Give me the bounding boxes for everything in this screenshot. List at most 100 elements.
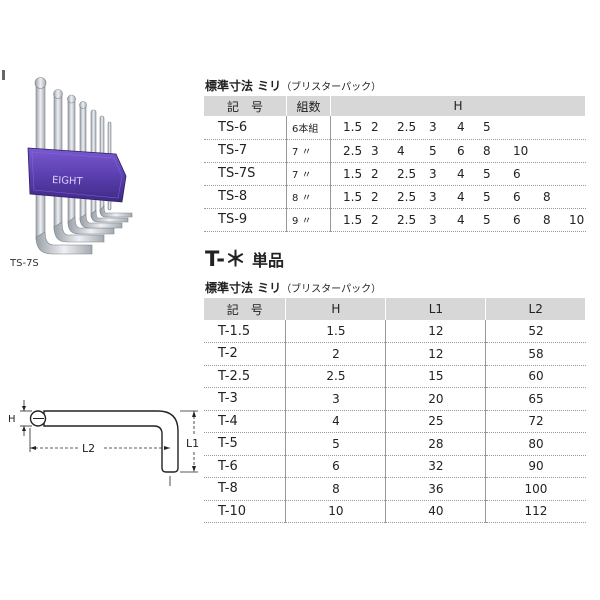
single-row-l2: 58 — [528, 346, 544, 361]
set-size-value: 6 — [457, 143, 465, 158]
single-row-h: 1.5 — [285, 320, 387, 343]
single-row-l1: 32 — [385, 455, 487, 478]
single-row-l2: 112 — [524, 504, 548, 519]
set-size-value: 5 — [483, 189, 491, 204]
single-row-code: T-3 — [204, 387, 287, 410]
set-size-value: 3 — [429, 212, 437, 227]
single-title-sub: 単品 — [251, 251, 284, 270]
single-row-l1: 12 — [385, 320, 487, 343]
set-size-value: 4 — [457, 166, 465, 181]
set-size-value: 10 — [569, 212, 585, 227]
single-section-title: T-＊ 単品 — [205, 243, 284, 273]
corner-mark — [2, 70, 5, 80]
single-row-code: T-5 — [204, 432, 287, 455]
set-row-code: TS-7S — [204, 162, 287, 185]
wrench-legs — [35, 205, 133, 255]
set-size-value: 2.5 — [397, 212, 417, 227]
set-size-value: 5 — [483, 120, 491, 134]
single-row-l1: 25 — [385, 410, 487, 433]
single-col-l2: L2 — [485, 298, 586, 320]
set-size-value: 3 — [429, 166, 437, 181]
single-title-text: T-＊ — [205, 247, 246, 271]
set-size-value: 8 — [483, 143, 491, 158]
set-size-value: 2.5 — [397, 120, 417, 134]
set-row-sizes: 1.5 2 2.5 3 4 5 6 8 10 — [331, 208, 586, 231]
set-size-value: 2.5 — [343, 143, 363, 158]
single-row-l1: 36 — [385, 477, 487, 500]
set-heading: 標準寸法 ミリ（ブリスターパック） — [205, 77, 381, 94]
set-table-header: 記 号 組数 H — [204, 96, 586, 116]
set-row-count: 8 〃 — [286, 185, 331, 208]
set-size-value: 2.5 — [397, 166, 417, 181]
wrench-outline — [29, 410, 179, 473]
set-size-value: 5 — [483, 212, 491, 227]
single-row-code: T-2 — [204, 342, 287, 365]
single-row-h: 6 — [285, 455, 387, 478]
single-row-h: 10 — [285, 500, 387, 523]
set-size-value: 5 — [429, 143, 437, 158]
single-row-h: 2 — [285, 342, 387, 365]
holder-brand-text: EIGHT — [52, 175, 84, 188]
single-heading-note: （ブリスターパック） — [281, 284, 382, 295]
set-row-count: 7 〃 — [286, 139, 331, 162]
set-size-value: 4 — [457, 212, 465, 227]
single-row-code: T-6 — [204, 455, 287, 478]
set-size-value: 2 — [371, 189, 379, 204]
single-row-l1: 20 — [385, 387, 487, 410]
set-row-code: TS-8 — [204, 185, 287, 208]
set-row-count: 6本組 — [286, 116, 331, 139]
single-row-l1: 28 — [385, 432, 487, 455]
set-row-count: 9 〃 — [286, 208, 331, 231]
single-row-l2: 65 — [528, 391, 544, 406]
l1-dimension — [180, 410, 198, 473]
h-dimension — [20, 400, 32, 436]
set-size-value: 3 — [371, 143, 379, 158]
set-size-value: 4 — [457, 189, 465, 204]
single-col-l1: L1 — [385, 298, 487, 320]
product-photo: EIGHT — [27, 77, 133, 255]
set-size-value: 6 — [513, 212, 521, 227]
single-row-l2: 90 — [528, 459, 544, 474]
set-size-value: 4 — [397, 143, 405, 158]
set-size-value: 4 — [457, 120, 465, 134]
dimension-diagram: H L2 L1 — [8, 400, 199, 486]
set-size-value: 1.5 — [343, 166, 363, 181]
set-col-count: 組数 — [286, 96, 331, 116]
l2-dimension — [29, 428, 171, 486]
set-size-value: 3 — [429, 189, 437, 204]
holder: EIGHT — [27, 147, 127, 203]
set-size-value: 8 — [543, 189, 551, 204]
h-label: H — [8, 414, 16, 425]
single-row-h: 8 — [285, 477, 387, 500]
set-size-value: 8 — [543, 212, 551, 227]
set-row-count: 7 〃 — [286, 162, 331, 185]
set-heading-note: （ブリスターパック） — [281, 82, 382, 93]
set-size-value: 6 — [513, 189, 521, 204]
set-size-value: 1.5 — [343, 189, 363, 204]
single-table-header: 記 号 H L1 L2 — [204, 298, 586, 320]
single-row-l2: 100 — [524, 481, 548, 496]
set-size-value: 6 — [513, 166, 521, 181]
set-size-value: 1.5 — [343, 212, 363, 227]
single-row-l2: 52 — [528, 324, 544, 338]
set-heading-text: 標準寸法 ミリ — [205, 79, 282, 93]
set-size-value: 2 — [371, 212, 379, 227]
single-row-h: 3 — [285, 387, 387, 410]
set-size-value: 1.5 — [343, 120, 363, 134]
single-heading-text: 標準寸法 ミリ — [205, 281, 282, 295]
